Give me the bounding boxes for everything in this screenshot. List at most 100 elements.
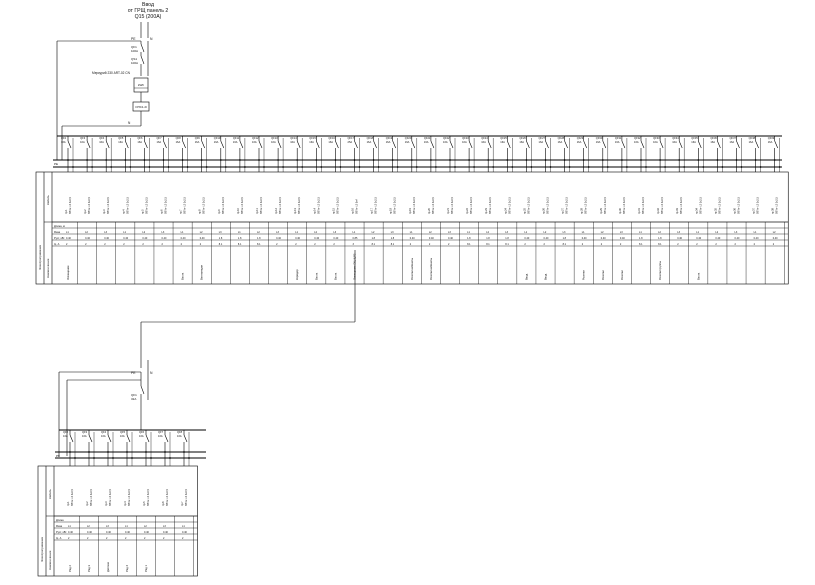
cell-phase: L3 — [677, 231, 680, 234]
cell-phase: L2 — [200, 231, 203, 234]
cell-power: 0.40 — [524, 237, 529, 240]
feeder-breaker-rating: 16A — [233, 140, 238, 144]
cell-power: 0.40 — [620, 237, 625, 240]
feeder-breaker-name: QF4 — [99, 136, 105, 140]
feeder-breaker-name: QF16 — [328, 136, 335, 140]
cell-current: 8.1 — [257, 243, 261, 246]
breaker-contact — [774, 140, 778, 149]
pe-bus-tap — [263, 166, 265, 168]
cell-phase: L2 — [142, 231, 145, 234]
feeder-breaker-name: QF27 — [539, 136, 546, 140]
pe-bus-tap — [339, 166, 342, 168]
breaker-contact — [430, 140, 435, 149]
feeder-group: гр.27 — [561, 207, 565, 214]
feeder-breaker-rating: 16A — [157, 140, 162, 144]
breaker-contact — [468, 140, 473, 149]
n-bus-tap — [219, 159, 222, 161]
feeder-breaker-rating: 16A — [101, 434, 106, 438]
pe-bus-tap — [91, 166, 93, 168]
pe-bus-tap — [93, 457, 95, 459]
pe-bus-tap — [415, 166, 418, 168]
feeder-group: гр.23 — [484, 207, 488, 214]
breaker-contact — [201, 140, 205, 149]
breaker-contact — [164, 434, 169, 443]
cell-power: 0.40 — [163, 531, 168, 534]
breaker-contact — [316, 140, 320, 149]
feeder-breaker-name: QF11 — [233, 136, 240, 140]
feeder-breaker-name: QF28 — [558, 136, 565, 140]
header-line1: Ввод — [142, 2, 154, 8]
n-bus-tap — [678, 159, 681, 161]
pe-bus-tap — [568, 166, 571, 168]
feeder-cable: ВВГнг-LS 3х2,5 — [69, 197, 72, 214]
breaker-contact — [220, 140, 225, 149]
pe-bus-tap — [112, 457, 114, 459]
breaker-contact — [125, 140, 129, 149]
feeder-group: гр.21 — [446, 207, 450, 214]
feeder-breaker-name: QF4 — [101, 430, 107, 434]
breaker-contact — [717, 140, 721, 149]
cell-current: 8.1 — [391, 243, 395, 246]
n-bus-tap — [164, 451, 166, 453]
cell-consumer: Ряд 4 — [125, 565, 129, 572]
cell-power: 1.8 — [658, 237, 662, 240]
feeder-breaker-name: QF10 — [214, 136, 221, 140]
feeder-breaker-rating: 16A — [672, 140, 677, 144]
cell-phase: L1 — [123, 231, 126, 234]
cell-current: 8.1 — [486, 243, 490, 246]
cell-consumer: Ряд 1 — [144, 565, 148, 572]
header: Ввод от ГРЩ панель 2 Q15 (200A) — [128, 2, 169, 20]
feeder-breaker-rating: 16A — [653, 140, 658, 144]
cell-power: 1.8 — [219, 237, 223, 240]
cell-power: 1.8 — [391, 237, 395, 240]
breaker-contact — [678, 140, 683, 149]
n-bus-tap — [86, 159, 88, 161]
feeder-breaker-name: QF6 — [139, 430, 145, 434]
main-switch-name: QS1 — [131, 57, 137, 61]
cell-power: 1.8 — [238, 237, 242, 240]
feeder-breaker-rating: 16A — [328, 140, 333, 144]
cell-current: 2 — [85, 243, 87, 246]
cell-phase: L2 — [486, 231, 489, 234]
cell-consumer: Освещение ОЩ ЩР2 — [353, 253, 357, 280]
cell-phase: L3 — [162, 231, 165, 234]
feeder-breaker-rating: 16A — [500, 140, 505, 144]
breaker-contact — [564, 140, 568, 149]
n-bus-tap — [334, 159, 337, 161]
breaker-contact — [239, 140, 244, 149]
feeder-breaker-rating: 16A — [615, 140, 620, 144]
cell-phase: L1 — [353, 231, 356, 234]
feeder-group: гр.13 — [293, 207, 297, 214]
cell-current: 2 — [106, 537, 108, 540]
main-neutral-label: N — [150, 37, 153, 41]
feeder-group: гр.31 — [637, 207, 641, 214]
breaker-contact — [277, 140, 282, 149]
pe-bus-tap — [626, 166, 628, 168]
cell-consumer: Ввод — [524, 273, 528, 280]
cell-current: 2 — [87, 537, 89, 540]
cell-consumer: Вахта — [696, 272, 700, 280]
feeder-cable: ВВГнг-LS 3х2,5 — [336, 197, 339, 214]
n-bus-tap — [105, 159, 108, 161]
cell-power: 0.40 — [106, 531, 111, 534]
feeder-cable: ВВГнг-LS 3х2,5 — [432, 197, 435, 214]
cell-consumer: Розетки группы — [658, 261, 662, 280]
breaker-contact — [182, 140, 186, 149]
main-bus-label: PE — [54, 162, 58, 166]
pe-bus-tap — [148, 166, 151, 168]
cell-power: 0.40 — [582, 237, 587, 240]
feeder-group: гр.25 — [522, 207, 526, 214]
main-breaker-contact — [140, 43, 145, 53]
table-frame — [37, 465, 198, 577]
sub-panel-link — [140, 250, 356, 368]
cell-phase: L3 — [163, 525, 166, 528]
feeder-breaker-rating: 16A — [271, 140, 276, 144]
main-breaker-name: QF1 — [131, 45, 137, 49]
breaker-contact — [126, 434, 131, 443]
